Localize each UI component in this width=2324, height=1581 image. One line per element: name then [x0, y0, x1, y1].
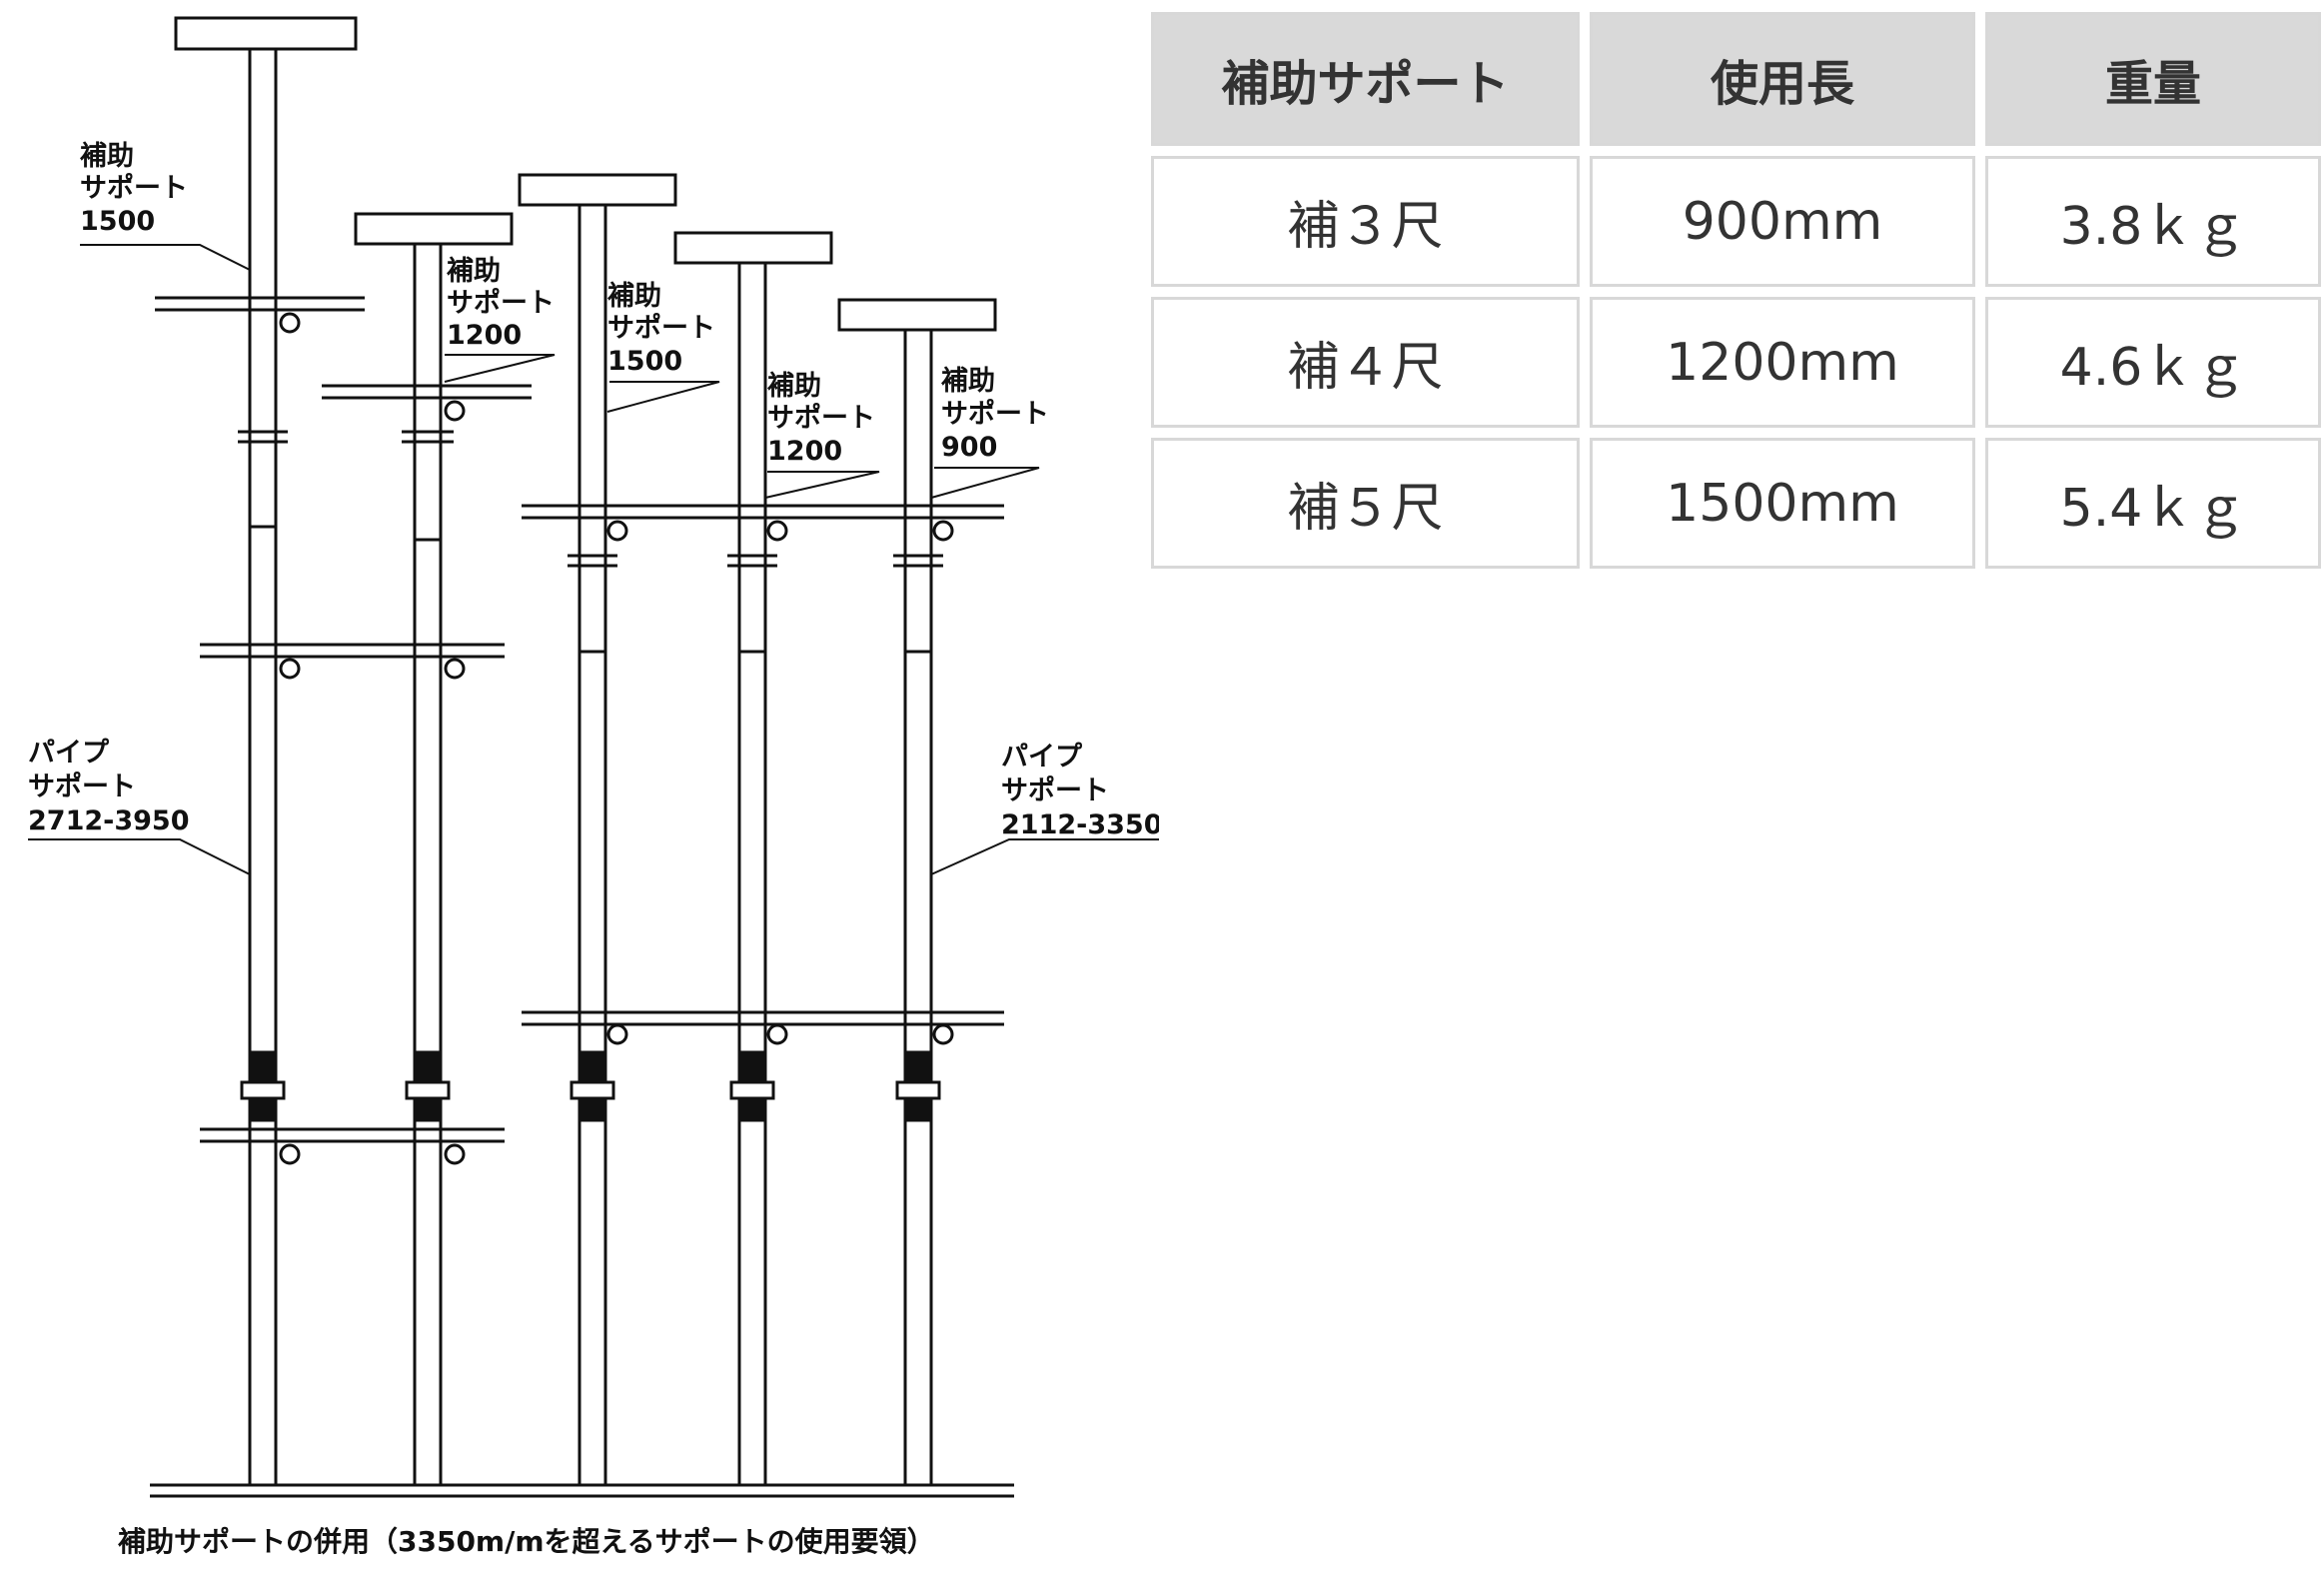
cell-model: 補５尺: [1151, 438, 1580, 569]
horizontal-braces: [155, 296, 1004, 1165]
label-pipe-support-right: パイプ サポート 2112-3350: [1001, 742, 1159, 840]
label-aux-1200-a: 補助 サポート 1200: [446, 256, 564, 351]
support-post-5: [837, 298, 997, 1485]
table-header-row: 補助サポート 使用長 重量: [1151, 12, 2321, 146]
cell-length: 1200mm: [1590, 297, 1975, 428]
header-auxiliary-support: 補助サポート: [1151, 12, 1580, 146]
support-post-4: [673, 231, 833, 1485]
header-usable-length: 使用長: [1590, 12, 1975, 146]
cell-length: 900mm: [1590, 156, 1975, 287]
label-pipe-support-left: パイプ サポート 2712-3950: [28, 738, 190, 836]
table-row: 補４尺 1200mm 4.6ｋｇ: [1151, 297, 2321, 428]
cell-weight: 5.4ｋｇ: [1985, 438, 2321, 569]
cell-length: 1500mm: [1590, 438, 1975, 569]
leader-lines: [28, 244, 1159, 875]
label-aux-1500-left: 補助 サポート 1500: [79, 141, 197, 237]
support-post-2: [354, 212, 514, 1485]
support-diagram: 補助 サポート 1500 補助 サポート 1200 補助 サポート 1500 補…: [0, 0, 1159, 1581]
label-aux-900: 補助 サポート 900: [940, 366, 1058, 463]
label-aux-1200-b: 補助 サポート 1200: [766, 371, 884, 467]
diagram-caption: 補助サポートの併用（3350m/mを超えるサポートの使用要領）: [117, 1525, 935, 1558]
cell-model: 補４尺: [1151, 297, 1580, 428]
ground-line: [150, 1483, 1014, 1498]
table-row: 補３尺 900mm 3.8ｋｇ: [1151, 156, 2321, 287]
cell-weight: 4.6ｋｇ: [1985, 297, 2321, 428]
label-aux-1500-mid: 補助 サポート 1500: [606, 281, 724, 377]
table-row: 補５尺 1500mm 5.4ｋｇ: [1151, 438, 2321, 569]
support-post-1: [174, 16, 358, 1485]
support-post-3: [518, 173, 677, 1485]
cell-weight: 3.8ｋｇ: [1985, 156, 2321, 287]
support-spec-table: 補助サポート 使用長 重量 補３尺 900mm 3.8ｋｇ 補４尺 1200mm…: [1141, 2, 2324, 579]
cell-model: 補３尺: [1151, 156, 1580, 287]
header-weight: 重量: [1985, 12, 2321, 146]
